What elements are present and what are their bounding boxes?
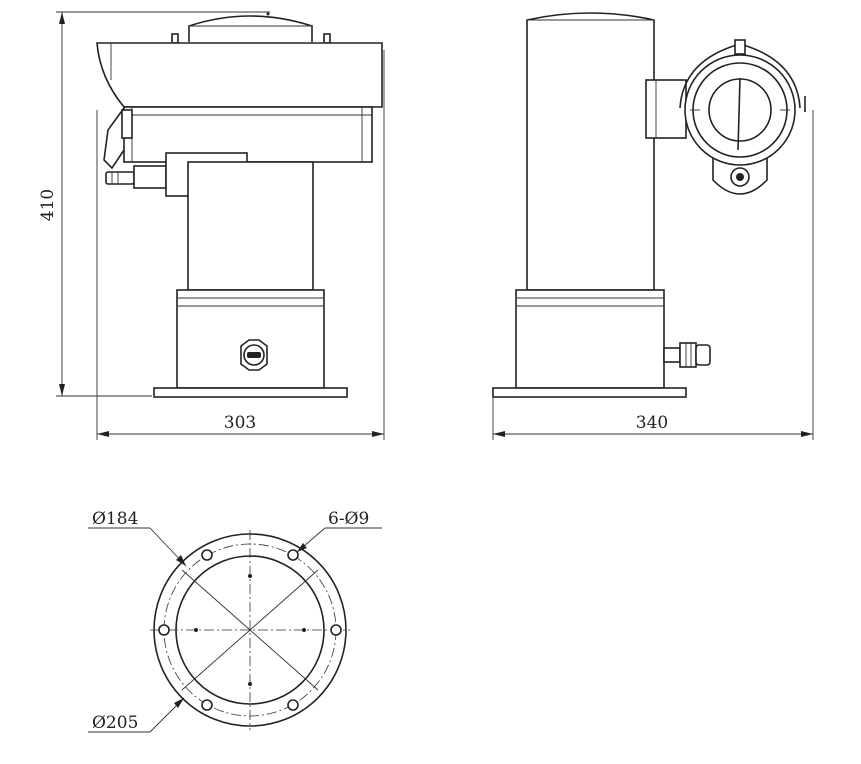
- dim-184-leader: Ø184: [88, 509, 187, 567]
- dim-205-label: Ø205: [92, 713, 138, 733]
- side-view: 340: [492, 12, 814, 440]
- bolt-hole: [287, 549, 299, 561]
- base: [153, 289, 348, 398]
- side-width-dimension: 340: [492, 110, 814, 440]
- dim-205-leader: Ø205: [88, 697, 185, 733]
- bolt-hole: [201, 699, 213, 711]
- bolt-hole: [201, 549, 213, 561]
- height-label: 410: [38, 189, 58, 221]
- bolt-holes: [158, 549, 342, 711]
- bolt-hole: [158, 624, 170, 636]
- camera-end-view: [679, 39, 806, 195]
- cable-gland-nut: [240, 339, 268, 371]
- support-column: [187, 161, 314, 291]
- side-width-label: 340: [636, 413, 668, 433]
- dim-184-label: Ø184: [92, 509, 138, 529]
- side-column: [526, 12, 655, 291]
- camera-housing: [96, 42, 383, 108]
- flange-view: Ø184 6-Ø9 Ø205: [88, 509, 382, 733]
- wiper-assembly: [103, 107, 167, 189]
- bolt-hole: [330, 624, 342, 636]
- height-dimension: 410: [38, 11, 270, 397]
- front-view: 410: [38, 11, 385, 440]
- cable-gland-side: [663, 342, 711, 368]
- dome-top: [188, 15, 313, 42]
- bolt-hole-label: 6-Ø9: [328, 509, 369, 529]
- bolt-hole-leader: 6-Ø9: [296, 509, 382, 553]
- front-width-dimension: 303: [96, 50, 385, 440]
- front-width-label: 303: [224, 413, 256, 433]
- bolt-hole: [287, 699, 299, 711]
